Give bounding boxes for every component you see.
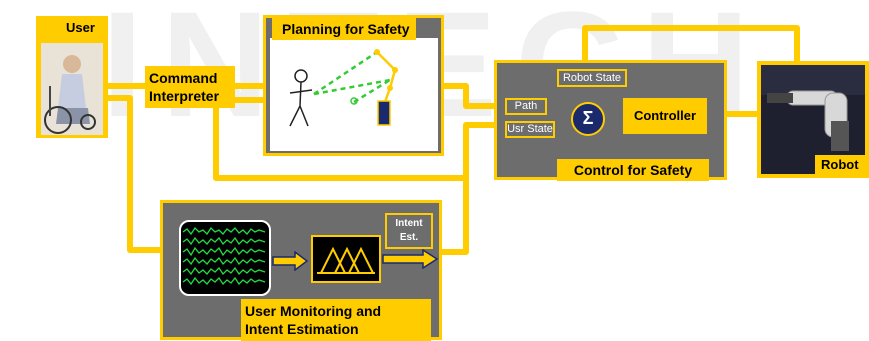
intent-line2: Est. [399,232,419,243]
wire-planning-loop [213,97,466,181]
controller-block: Controller [623,98,707,134]
robot-photo: Robot [757,61,869,178]
command-line2: Interpreter [149,88,220,104]
wire-robot-feedback [582,25,800,62]
command-line1: Command [149,70,218,86]
robot-state-tag: Robot State [557,69,627,87]
sigma-summing-icon: Σ [571,102,605,136]
robot-base-icon [377,100,391,126]
wire-intent-usrstate [438,122,505,255]
planning-panel: Planning for Safety [263,15,444,156]
monitoring-title: User Monitoring and Intent Estimation [241,299,431,341]
planning-title: Planning for Safety [272,18,416,40]
planning-canvas [270,38,438,151]
user-label: User [62,18,99,37]
usr-state-tag: Usr State [505,121,555,138]
robot-label: Robot [815,155,865,174]
control-title: Control for Safety [557,159,709,181]
monitoring-title-line1: User Monitoring and [245,303,382,319]
sigma-symbol: Σ [582,108,594,128]
monitoring-panel: Intent Est. User Monitoring and Intent E… [160,200,442,341]
filter-triangles-icon [311,235,381,283]
arrow-to-intent-icon [382,249,439,269]
monitoring-title-line2: Intent Estimation [245,321,359,337]
stick-figure-icon [289,69,313,127]
eeg-signal-display [179,220,271,296]
intent-est-tag: Intent Est. [385,213,433,249]
wire-planning-path [442,83,505,109]
path-tag: Path [505,98,547,115]
intent-line1: Intent [395,218,423,229]
wire-user-monitoring [108,95,162,253]
control-panel: Robot State Path Usr State Σ Controller … [494,60,727,181]
arrow-to-filter-icon [272,251,309,271]
command-interpreter-label: Command Interpreter [145,66,235,108]
